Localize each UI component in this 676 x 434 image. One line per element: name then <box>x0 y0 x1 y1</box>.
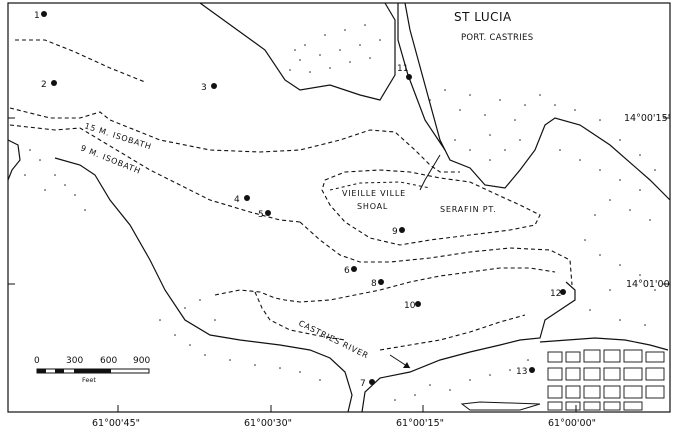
station-marker-11 <box>406 74 412 80</box>
channel-contour-west <box>254 291 346 341</box>
town-outline <box>539 337 669 351</box>
isobath-15m <box>9 107 460 173</box>
town-grid <box>547 349 665 411</box>
castries-river-label: CASTRIES RIVER <box>297 319 370 361</box>
south-coastline <box>54 157 353 413</box>
south-coastline-east <box>361 281 576 413</box>
lon-label-4545: 61°00'45" <box>92 418 140 429</box>
north-coastline <box>199 2 396 101</box>
map-subtitle: PORT. CASTRIES <box>461 33 533 43</box>
station-marker-5 <box>265 210 271 216</box>
lon-label-4500: 61°00'00" <box>548 418 596 429</box>
station-marker-4 <box>244 195 250 201</box>
scale-unit: Feet <box>82 376 96 384</box>
station-marker-12 <box>560 289 566 295</box>
station-label-6: 6 <box>344 266 350 276</box>
lat-label-0015: 14°00'15' <box>624 113 670 124</box>
nw-contour <box>15 39 146 83</box>
peninsula <box>397 3 446 151</box>
station-label-5: 5 <box>258 210 264 220</box>
station-label-3: 3 <box>201 83 207 93</box>
scale-tick-300: 300 <box>66 356 83 366</box>
map-title: ST LUCIA <box>454 10 512 24</box>
station-label-2: 2 <box>41 80 47 90</box>
station-label-13: 13 <box>516 367 527 377</box>
station-label-8: 8 <box>371 279 377 289</box>
station-marker-10 <box>415 301 421 307</box>
station-label-1: 1 <box>34 11 40 21</box>
lat-label-0100: 14°01'00 <box>626 279 670 290</box>
station-marker-3 <box>211 83 217 89</box>
wharf <box>460 401 541 411</box>
station-label-4: 4 <box>234 195 240 205</box>
station-label-9: 9 <box>392 227 398 237</box>
station-marker-7 <box>369 379 375 385</box>
station-marker-2 <box>51 80 57 86</box>
scale-bar: 0 300 600 900 Feet <box>34 356 150 384</box>
isobath-9m <box>9 124 301 223</box>
north-coastline-east <box>404 2 671 201</box>
river-arrow-head <box>403 362 410 368</box>
shoal-label-line2: SHOAL <box>357 202 388 211</box>
station-marker-8 <box>378 279 384 285</box>
station-marker-1 <box>41 11 47 17</box>
river-channel <box>379 314 526 351</box>
axis-ticks <box>8 117 670 412</box>
station-marker-13 <box>529 367 535 373</box>
stippling <box>24 24 656 401</box>
shoal-contour <box>321 169 541 246</box>
station-marker-6 <box>351 266 357 272</box>
west-coastline <box>7 139 21 181</box>
lon-label-4515: 61°00'15" <box>396 418 444 429</box>
station-label-7: 7 <box>360 379 366 389</box>
lon-label-4530: 61°00'30" <box>244 418 292 429</box>
scale-tick-600: 600 <box>100 356 117 366</box>
station-label-11: 11 <box>397 64 408 74</box>
channel-contour-south <box>214 267 556 303</box>
scale-tick-0: 0 <box>34 356 40 366</box>
peninsula-arrow <box>419 154 441 191</box>
shoal-inner <box>329 181 431 191</box>
serafin-point-label: SERAFIN PT. <box>440 205 496 214</box>
shoal-label-line1: VIEILLE VILLE <box>342 189 406 198</box>
station-marker-9 <box>399 227 405 233</box>
station-label-12: 12 <box>550 289 561 299</box>
station-label-10: 10 <box>404 301 416 311</box>
channel-contour-north <box>299 221 573 286</box>
scale-tick-900: 900 <box>133 356 150 366</box>
map-frame <box>7 2 671 413</box>
